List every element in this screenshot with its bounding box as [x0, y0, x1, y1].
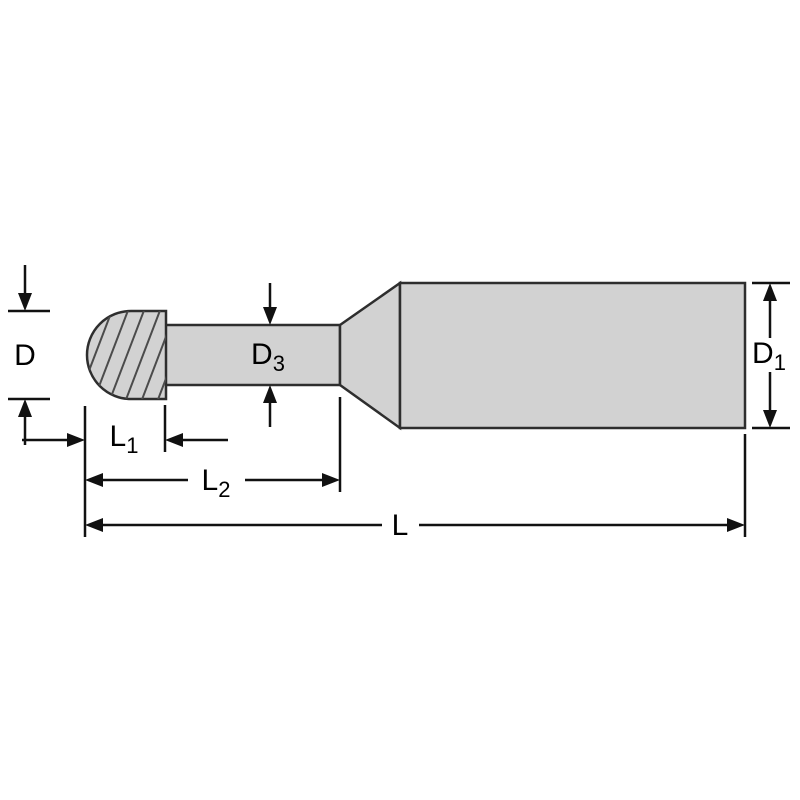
hatch-line — [121, 311, 165, 399]
hatch-line — [137, 311, 166, 399]
tool-shank — [398, 281, 747, 430]
label-l2: L2 — [202, 464, 231, 502]
arrow-down-icon — [18, 293, 32, 311]
arrow-down-icon — [763, 410, 777, 428]
dim-l1: L1 — [22, 405, 228, 458]
arrow-up-icon — [763, 283, 777, 301]
hatch-line — [153, 311, 166, 399]
arrow-up-icon — [263, 385, 277, 403]
label-d1: D1 — [752, 337, 786, 375]
dim-l: L — [83, 406, 747, 542]
hatch-line — [105, 311, 149, 399]
arrow-right-icon — [322, 473, 340, 487]
dim-d: D — [8, 265, 50, 445]
label-l1-base: L — [110, 420, 127, 453]
label-d3-sub: 3 — [273, 351, 285, 376]
arrow-up-icon — [18, 399, 32, 417]
label-d3: D3 — [251, 338, 285, 376]
label-d: D — [14, 339, 36, 372]
label-d1-sub: 1 — [774, 350, 786, 375]
hatch-line — [87, 311, 117, 399]
label-l1-sub: 1 — [126, 433, 138, 458]
arrow-right-icon — [67, 433, 85, 447]
dim-d3: D3 — [251, 283, 285, 427]
arrow-down-icon — [263, 307, 277, 325]
label-l2-sub: 2 — [218, 477, 230, 502]
dim-d1: D1 — [752, 281, 790, 430]
arrow-left-icon — [85, 518, 103, 532]
tool-drawing — [85, 280, 747, 431]
arrow-left-icon — [85, 473, 103, 487]
label-l2-base: L — [202, 464, 219, 497]
dim-l2: L2 — [85, 397, 342, 502]
label-d3-base: D — [251, 338, 273, 371]
label-l1: L1 — [110, 420, 139, 458]
arrow-right-icon — [727, 518, 745, 532]
tool-taper — [338, 280, 402, 431]
label-d1-base: D — [752, 337, 774, 370]
label-l: L — [392, 509, 409, 542]
arrow-left-icon — [165, 433, 183, 447]
